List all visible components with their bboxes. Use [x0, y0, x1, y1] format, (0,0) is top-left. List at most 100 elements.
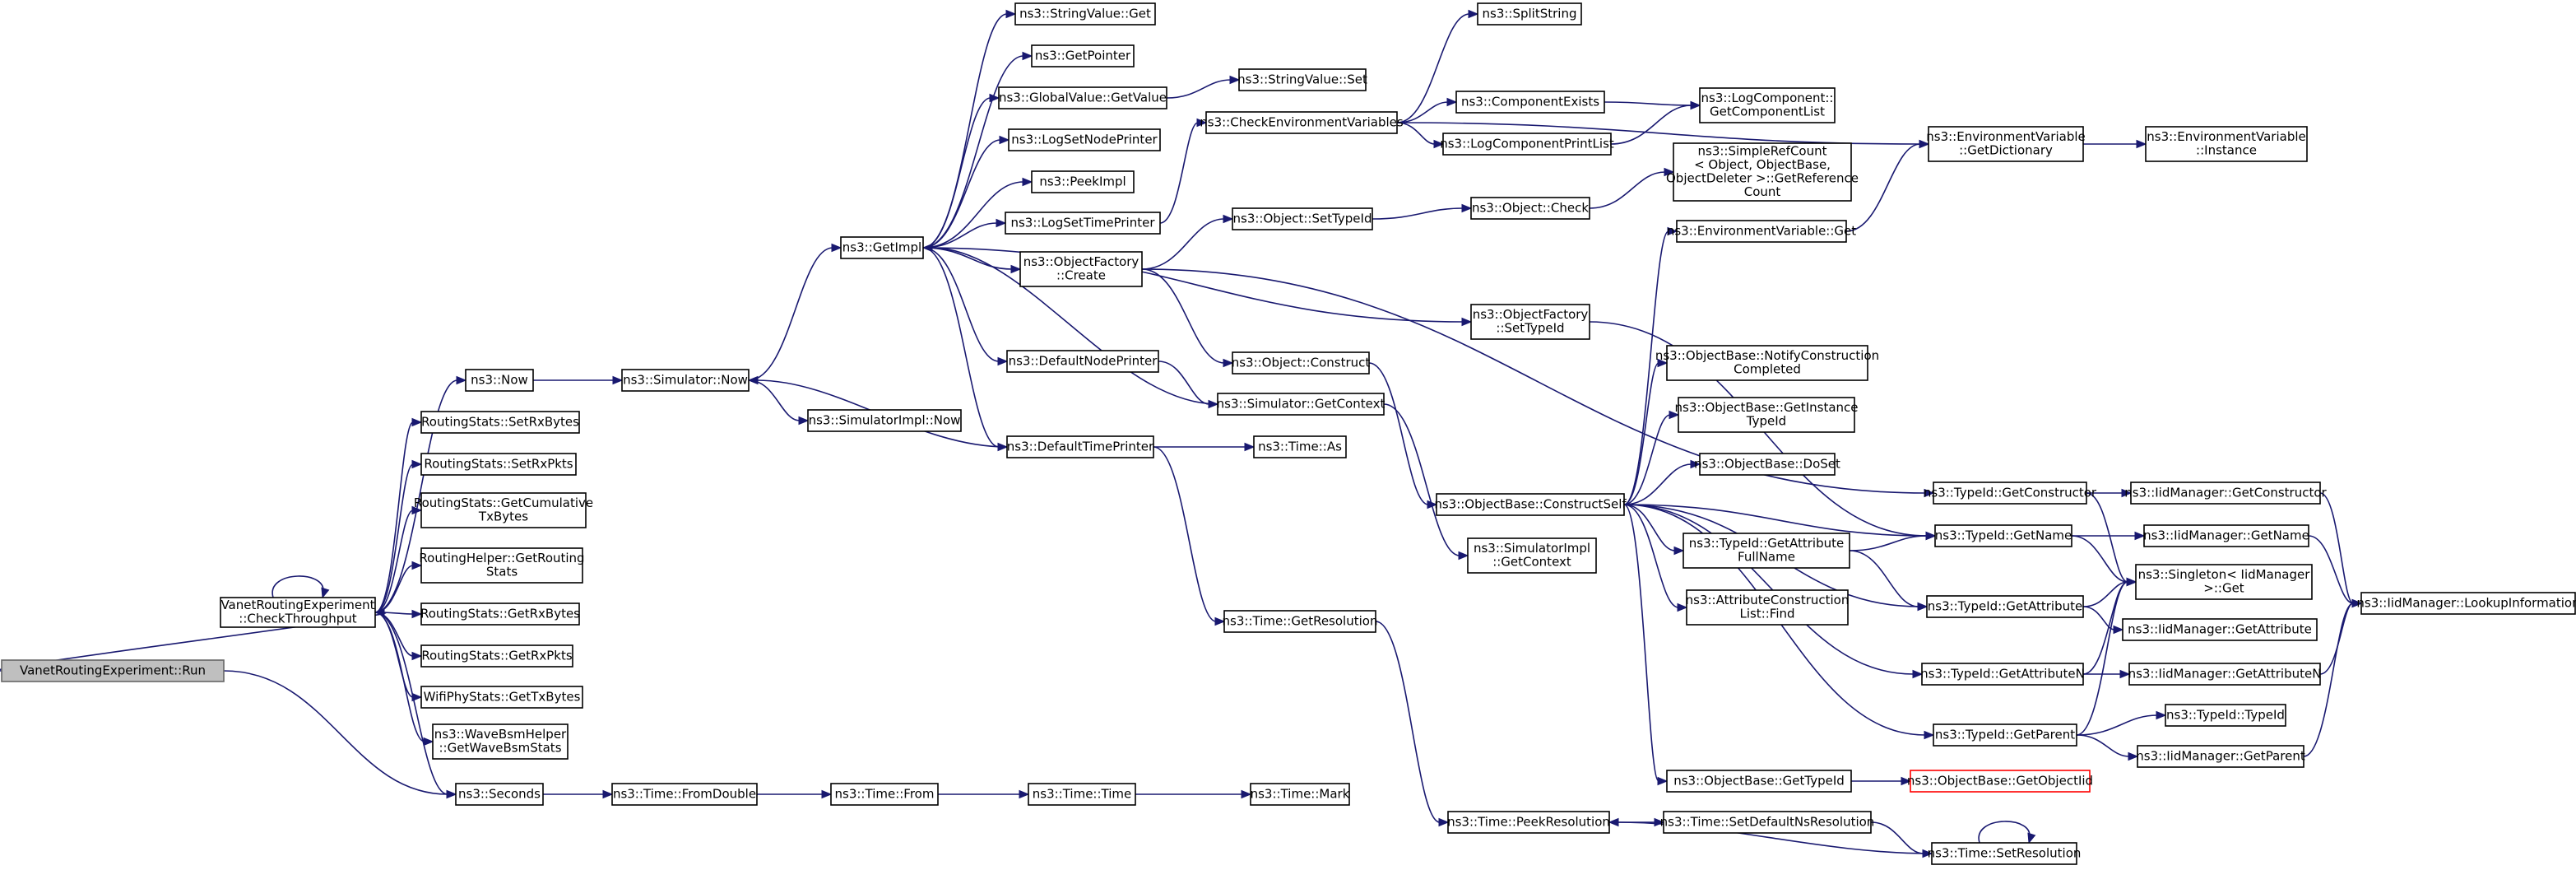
edge-objsettypeid-to-objcheck	[1372, 203, 1473, 220]
node-constructself[interactable]: ns3::ObjectBase::ConstructSelf	[1434, 493, 1627, 516]
node-logcompgetlist[interactable]: ns3::LogComponent::GetComponentList	[1699, 87, 1836, 123]
node-globalget[interactable]: ns3::GlobalValue::GetValue	[998, 86, 1167, 109]
node-simnow[interactable]: ns3::Simulator::Now	[621, 369, 750, 392]
node-tidgetattr[interactable]: ns3::TypeId::GetAttribute	[1926, 595, 2084, 618]
node-defnodeprinter[interactable]: ns3::DefaultNodePrinter	[1006, 350, 1159, 373]
node-iidgetattr[interactable]: ns3::IidManager::GetAttribute	[2122, 618, 2318, 641]
node-getimpl[interactable]: ns3::GetImpl	[840, 236, 924, 259]
node-box	[432, 723, 569, 760]
arrow-head	[1468, 9, 1479, 19]
node-simplerefcount[interactable]: ns3::SimpleRefCount< Object, ObjectBase,…	[1666, 142, 1859, 202]
node-box	[1933, 482, 2087, 505]
node-box	[1006, 435, 1154, 458]
node-notifyconst[interactable]: ns3::ObjectBase::NotifyConstructionCompl…	[1655, 345, 1879, 381]
node-envgetdict[interactable]: ns3::EnvironmentVariable::GetDictionary	[1926, 126, 2086, 162]
node-stringget[interactable]: ns3::StringValue::Get	[1014, 2, 1156, 26]
node-getpointer[interactable]: ns3::GetPointer	[1031, 44, 1135, 67]
node-box	[1006, 350, 1159, 373]
node-doset[interactable]: ns3::ObjectBase::DoSet	[1694, 453, 1840, 476]
node-iidgetname[interactable]: ns3::IidManager::GetName	[2143, 524, 2309, 547]
node-tidgetctor[interactable]: ns3::TypeId::GetConstructor	[1924, 482, 2097, 505]
node-getobjectiid[interactable]: ns3::ObjectBase::GetObjectIid	[1907, 770, 2093, 793]
node-label: ns3::ObjectBase::ConstructSelf	[1434, 496, 1627, 511]
node-simgetctx[interactable]: ns3::Simulator::GetContext	[1217, 393, 1385, 416]
edge-timefrom-to-timetime	[938, 789, 1030, 799]
edge-line	[1383, 403, 1460, 556]
node-simimplgetctx[interactable]: ns3::SimulatorImpl::GetContext	[1467, 537, 1597, 574]
node-label: ns3::PeekImpl	[1039, 174, 1126, 188]
node-objfactsettid[interactable]: ns3::ObjectFactory::SetTypeId	[1470, 304, 1590, 340]
node-tidgetattrn[interactable]: ns3::TypeId::GetAttributeN	[1920, 663, 2085, 686]
node-objsettypeid[interactable]: ns3::Object::SetTypeId	[1232, 207, 1373, 230]
node-tidgetparent[interactable]: ns3::TypeId::GetParent	[1933, 723, 2077, 747]
node-timeas[interactable]: ns3::Time::As	[1253, 435, 1347, 458]
edge-tidgetattrn-to-iidgetattrn	[2082, 669, 2131, 679]
node-seconds[interactable]: ns3::Seconds	[455, 783, 544, 806]
node-tidtypeid[interactable]: ns3::TypeId::TypeId	[2165, 704, 2286, 727]
node-checkthroughput[interactable]: VanetRoutingExperiment::CheckThroughput	[220, 597, 376, 628]
node-obgettypeid[interactable]: ns3::ObjectBase::GetTypeId	[1666, 770, 1852, 793]
node-label: ns3::EnvironmentVariable	[1926, 129, 2085, 144]
node-timetime[interactable]: ns3::Time::Time	[1028, 783, 1136, 806]
node-box	[1678, 397, 1855, 433]
node-envinstance[interactable]: ns3::EnvironmentVariable::Instance	[2145, 126, 2308, 162]
node-label: ns3::IidManager::GetAttribute	[2128, 621, 2312, 636]
edge-constructself-to-getinsttypeid	[1623, 410, 1680, 505]
node-logsetnode[interactable]: ns3::LogSetNodePrinter	[1008, 128, 1161, 151]
node-setdefnsres[interactable]: ns3::Time::SetDefaultNsResolution	[1660, 811, 1875, 834]
edge-line	[1158, 361, 1210, 405]
arrow-head	[1667, 226, 1678, 236]
node-run[interactable]: VanetRoutingExperiment::Run	[1, 659, 225, 682]
edge-simnow-to-simimplnow	[748, 379, 810, 426]
node-getrxpkts[interactable]: RoutingStats::GetRxPkts	[420, 644, 573, 668]
node-now[interactable]: ns3::Now	[465, 369, 534, 392]
node-timemark[interactable]: ns3::Time::Mark	[1250, 783, 1350, 806]
node-splitstring[interactable]: ns3::SplitString	[1477, 2, 1582, 26]
node-fromdouble[interactable]: ns3::Time::FromDouble	[611, 783, 758, 806]
edge-line	[922, 97, 991, 249]
edge-fromdouble-to-timefrom	[757, 789, 833, 799]
node-peekimpl[interactable]: ns3::PeekImpl	[1031, 170, 1135, 193]
node-simimplnow[interactable]: ns3::SimulatorImpl::Now	[807, 409, 962, 432]
node-setrxbytes[interactable]: RoutingStats::SetRxBytes	[420, 411, 580, 434]
node-logcompprint[interactable]: ns3::LogComponentPrintList	[1440, 133, 1614, 156]
node-wavebsm[interactable]: ns3::WaveBsmHelper::GetWaveBsmStats	[432, 723, 569, 760]
edge-line	[2076, 714, 2158, 736]
node-objcheck[interactable]: ns3::Object::Check	[1470, 197, 1590, 220]
node-getrxbytes[interactable]: RoutingStats::GetRxBytes	[420, 602, 580, 626]
node-wifigettx[interactable]: WifiPhyStats::GetTxBytes	[420, 686, 583, 709]
node-deftimeprinter[interactable]: ns3::DefaultTimePrinter	[1006, 435, 1154, 458]
node-envget[interactable]: ns3::EnvironmentVariable::Get	[1667, 220, 1856, 243]
node-timegetres[interactable]: ns3::Time::GetResolution	[1223, 610, 1378, 633]
node-peekres[interactable]: ns3::Time::PeekResolution	[1447, 811, 1610, 834]
node-singletonget[interactable]: ns3::Singleton< IidManager>::Get	[2135, 564, 2313, 600]
node-objconstruct[interactable]: ns3::Object::Construct	[1232, 351, 1371, 375]
node-setres[interactable]: ns3::Time::SetResolution	[1928, 842, 2082, 865]
node-timefrom[interactable]: ns3::Time::From	[830, 783, 939, 806]
node-box	[1232, 351, 1370, 375]
node-tidgetname[interactable]: ns3::TypeId::GetName	[1934, 524, 2072, 547]
node-iidgetattrn[interactable]: ns3::IidManager::GetAttributeN	[2128, 663, 2322, 686]
node-stringset[interactable]: ns3::StringValue::Set	[1237, 68, 1367, 91]
edge-line	[2076, 581, 2128, 736]
edge-tidgetctor-to-iidgetctor	[2086, 488, 2133, 498]
node-iidgetctor[interactable]: ns3::IidManager::GetConstructor	[2124, 482, 2328, 505]
node-logsettime[interactable]: ns3::LogSetTimePrinter	[1005, 212, 1161, 235]
node-setrxpkts[interactable]: RoutingStats::SetRxPkts	[420, 453, 577, 476]
node-objfactcreate[interactable]: ns3::ObjectFactory::Create	[1019, 251, 1143, 287]
edge-line	[1153, 446, 1217, 622]
arrow-head	[1244, 442, 1256, 452]
node-iidgetparent[interactable]: ns3::IidManager::GetParent	[2136, 745, 2305, 768]
node-checkenv[interactable]: ns3::CheckEnvironmentVariables	[1200, 111, 1404, 134]
edge-getimpl-to-logsettime	[922, 218, 1007, 249]
arrow-head	[1022, 177, 1033, 187]
node-compexists[interactable]: ns3::ComponentExists	[1455, 91, 1605, 114]
node-lookupinfo[interactable]: ns3::IidManager::LookupInformation	[2356, 592, 2576, 615]
node-label: ns3::ComponentExists	[1461, 94, 1599, 109]
